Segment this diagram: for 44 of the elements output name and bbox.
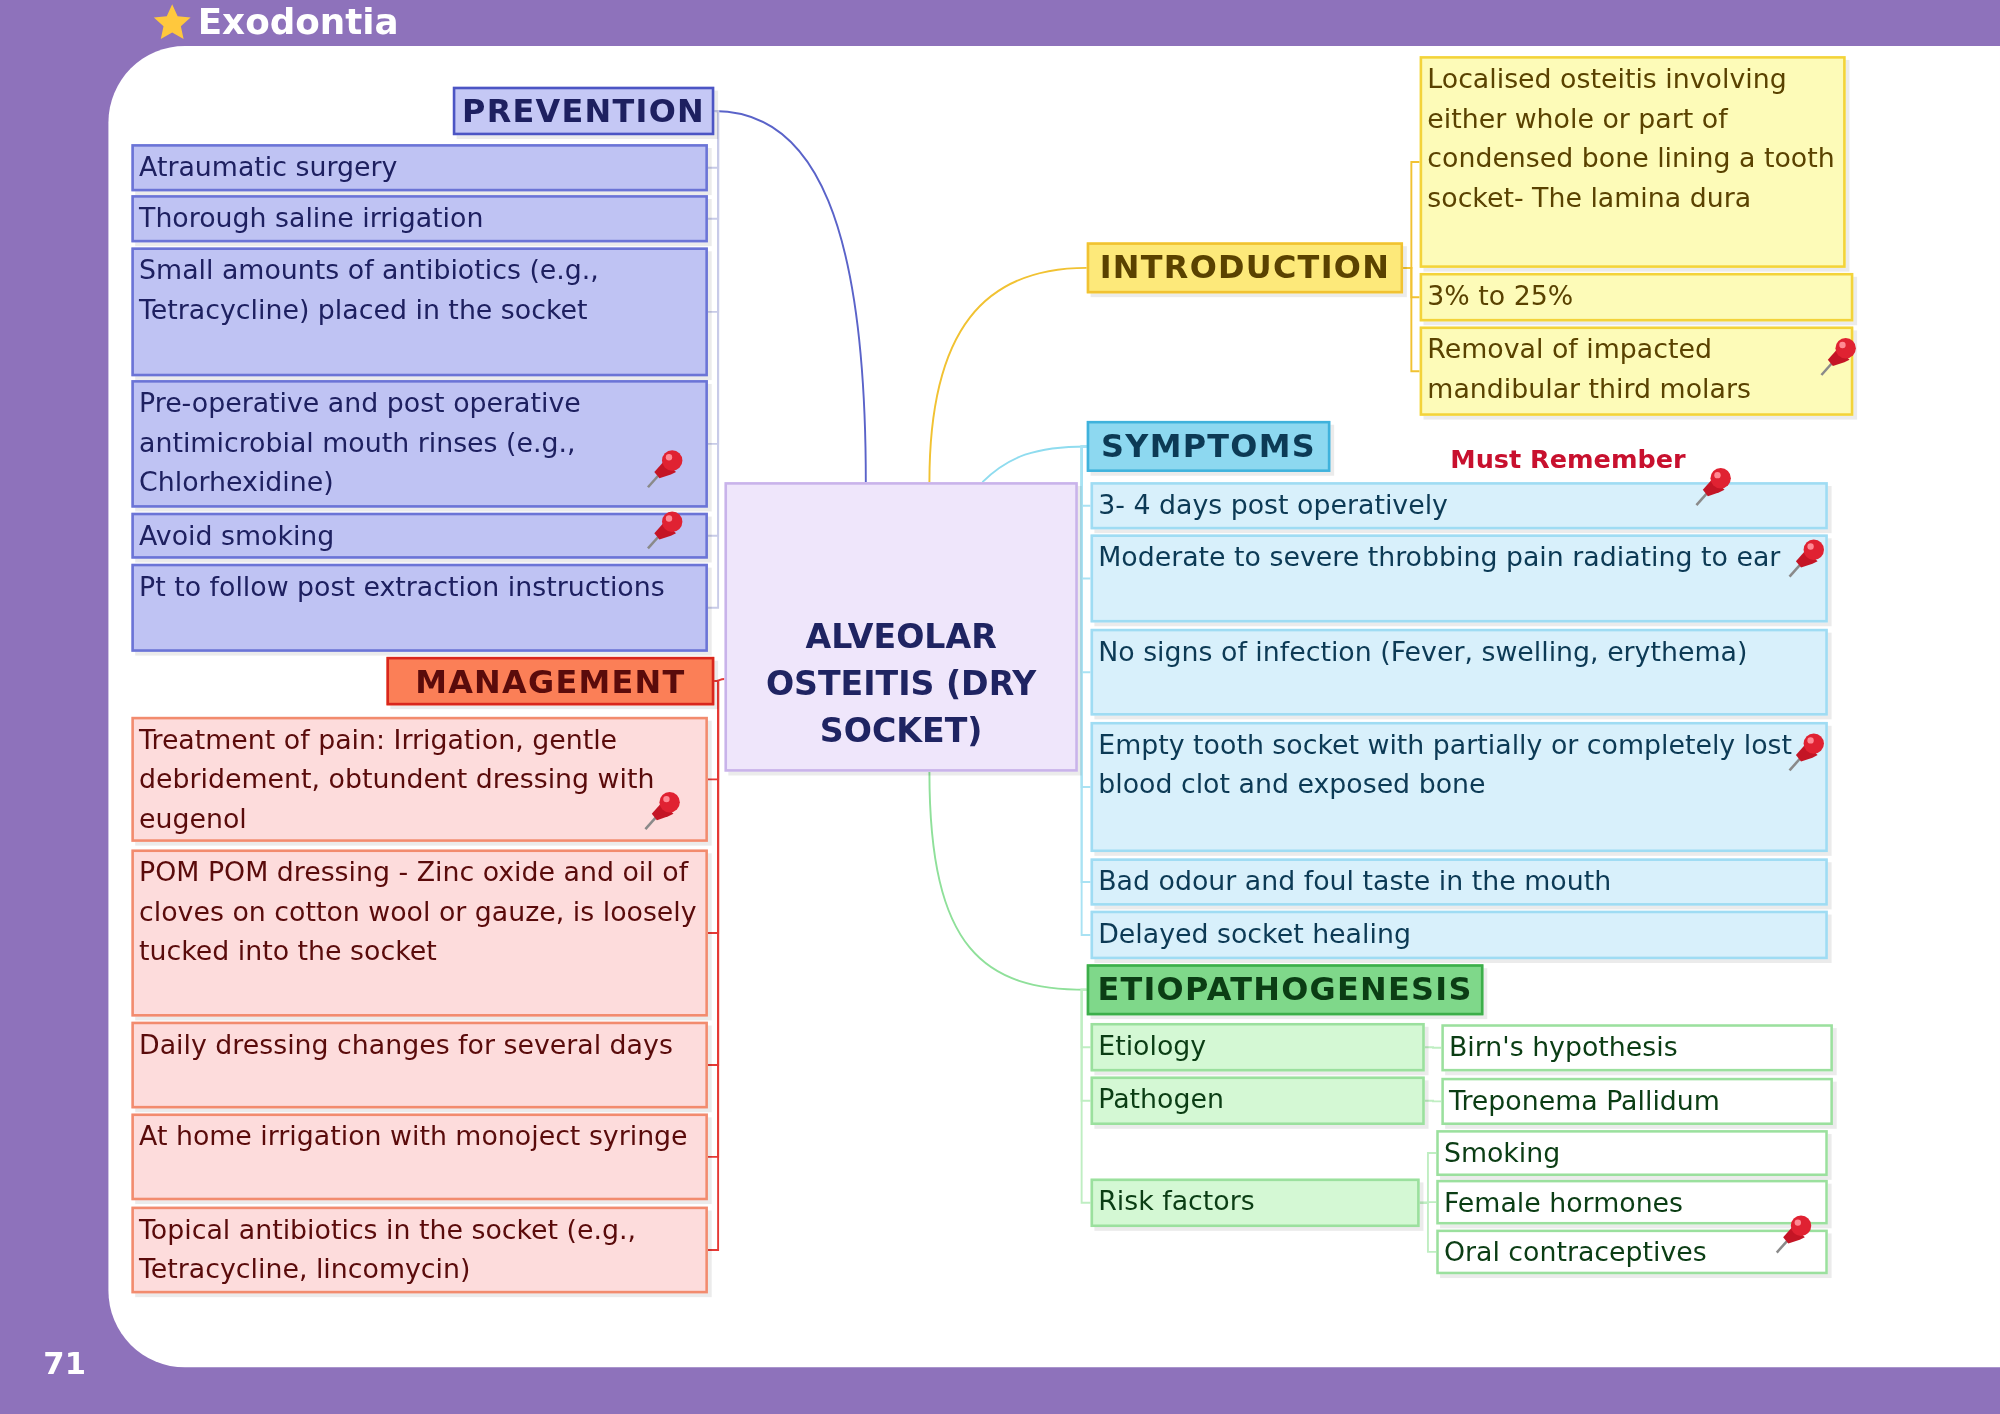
connector-line <box>706 680 720 1251</box>
center-box: ALVEOLAR OSTEITIS (DRY SOCKET) <box>724 482 1078 772</box>
item-box: Smoking <box>1436 1130 1828 1176</box>
item-box: Treatment of pain: Irrigation, gentle debridement, obtundent dressing with eugenol <box>131 716 708 842</box>
item-box: Atraumatic surgery <box>131 144 708 192</box>
item-box: Risk factors <box>1090 1178 1420 1228</box>
item-box: Topical antibiotics in the socket (e.g., Tetracycline, lincomycin) <box>131 1206 708 1294</box>
item-box: Small amounts of antibiotics (e.g., Tetracycline) placed in the socket <box>131 247 708 377</box>
heading-box: ETIOPATHOGENESIS <box>1086 964 1484 1016</box>
item-box: Pt to follow post extraction instructions <box>131 563 708 652</box>
heading-box: SYMPTOMS <box>1086 420 1331 472</box>
item-box: Treponema Pallidum <box>1441 1077 1833 1125</box>
heading-box: INTRODUCTION <box>1086 242 1404 294</box>
item-box: Etiology <box>1090 1022 1425 1072</box>
item-box: At home irrigation with monoject syringe <box>131 1113 708 1201</box>
item-box: Removal of impacted mandibular third molars <box>1419 326 1854 416</box>
item-box: Birn's hypothesis <box>1441 1024 1833 1072</box>
item-box: Bad odour and foul taste in the mouth <box>1090 858 1828 906</box>
connector-line <box>928 266 1088 484</box>
page-title: Exodontia <box>197 0 399 46</box>
item-box: Avoid smoking <box>131 512 708 559</box>
callout-label: Must Remember <box>1450 443 1686 475</box>
item-box: Empty tooth socket with partially or completely lost blood clot and exposed bone <box>1090 721 1828 853</box>
item-box: Daily dressing changes for several days <box>131 1021 708 1109</box>
heading-box: MANAGEMENT <box>386 656 715 706</box>
item-box: Pre-operative and post operative antimicrobial mouth rinses (e.g., Chlorhexidine) <box>131 380 708 508</box>
item-box: Moderate to severe throbbing pain radiating to ear <box>1090 534 1828 623</box>
connector-line <box>1423 1099 1443 1103</box>
item-box: No signs of infection (Fever, swelling, erythema) <box>1090 628 1828 716</box>
connector-line <box>1423 1046 1443 1049</box>
connector-line <box>1418 1201 1438 1253</box>
item-box: 3% to 25% <box>1419 272 1854 322</box>
item-box: Oral contraceptives <box>1436 1229 1828 1275</box>
item-box: POM POM dressing - Zinc oxide and oil of cloves on cotton wool or gauze, is loosely tucked into the socket <box>131 849 708 1017</box>
item-box: Localised osteitis involving either whole or part of condensed bone lining a tooth socket- The lamina dura <box>1419 56 1846 268</box>
item-box: Female hormones <box>1436 1179 1828 1225</box>
connector-line <box>1080 988 1092 1204</box>
connector-line <box>1402 266 1421 373</box>
item-box: Delayed socket healing <box>1090 910 1828 960</box>
heading-box: PREVENTION <box>452 86 715 136</box>
page-number: 71 <box>43 1345 86 1382</box>
item-box: Pathogen <box>1090 1076 1425 1125</box>
item-box: Thorough saline irrigation <box>131 195 708 243</box>
item-box: 3- 4 days post operatively <box>1090 482 1828 530</box>
